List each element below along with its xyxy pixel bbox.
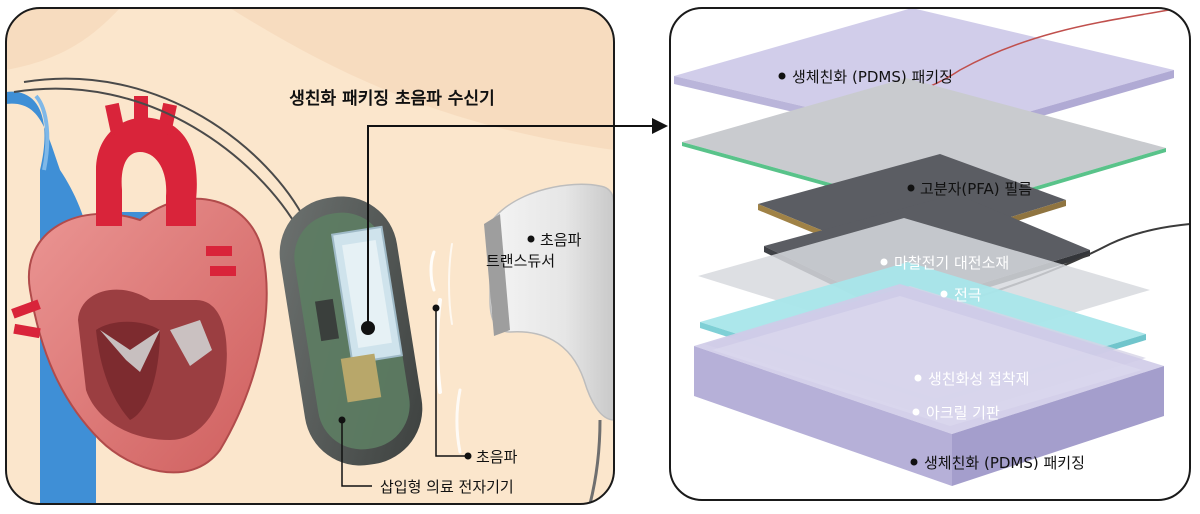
callout-line-implant (341, 420, 372, 487)
layer-dot-2 (907, 184, 915, 192)
layer-label-5: 생친화성 접착제 (928, 370, 1029, 388)
lead-wire-2 (23, 77, 307, 223)
layer-dot-4 (940, 290, 948, 298)
callout-dot-transducer (527, 235, 535, 243)
layer-dot-3 (880, 258, 888, 266)
right-panel-frame (669, 7, 1191, 501)
label-transducer-line2: 트랜스듀서 (486, 252, 555, 270)
label-transducer-line1: 초음파 (540, 231, 582, 249)
layer-dot-7 (910, 458, 918, 466)
left-panel: 생친화 패키징 초음파 수신기 초음파 트랜스듀서 초음파 삽입형 의료 전자기… (5, 7, 668, 505)
layer-label-7: 생체친화 (PDMS) 패키징 (924, 454, 1085, 472)
ultrasound-transducer (484, 183, 614, 504)
callout-line-ultrasound (435, 308, 466, 457)
callout-line-receiver (367, 125, 656, 326)
callout-dot-receiver (361, 321, 375, 335)
implant-device (279, 196, 423, 466)
layer-dot-1 (778, 72, 786, 80)
layer-pfa-film (682, 78, 1166, 214)
layer-label-6: 아크릴 기판 (926, 404, 1000, 422)
label-implant: 삽입형 의료 전자기기 (380, 478, 514, 496)
layer-label-2: 고분자(PFA) 필름 (920, 180, 1032, 198)
layer-label-4: 전극 (954, 286, 982, 304)
layer-top-pdms (674, 8, 1174, 138)
layer-dot-5 (914, 374, 922, 382)
label-ultrasound: 초음파 (476, 448, 518, 466)
callout-arrowhead (652, 118, 668, 134)
callout-dot-ultrasound-end (464, 452, 472, 460)
left-panel-title: 생친화 패키징 초음파 수신기 (289, 89, 494, 109)
layer-label-1: 생체친화 (PDMS) 패키징 (792, 68, 953, 86)
layer-dot-6 (912, 408, 920, 416)
skin-shading-corner (6, 8, 120, 70)
skin-shading (230, 8, 614, 150)
lead-wire-1 (13, 87, 301, 233)
right-panel: 생체친화 (PDMS) 패키징 고분자(PFA) 필름 마찰전기 대전소재 전극… (669, 7, 1191, 501)
layer-label-3: 마찰전기 대전소재 (894, 254, 1009, 272)
left-panel-frame (5, 7, 615, 505)
